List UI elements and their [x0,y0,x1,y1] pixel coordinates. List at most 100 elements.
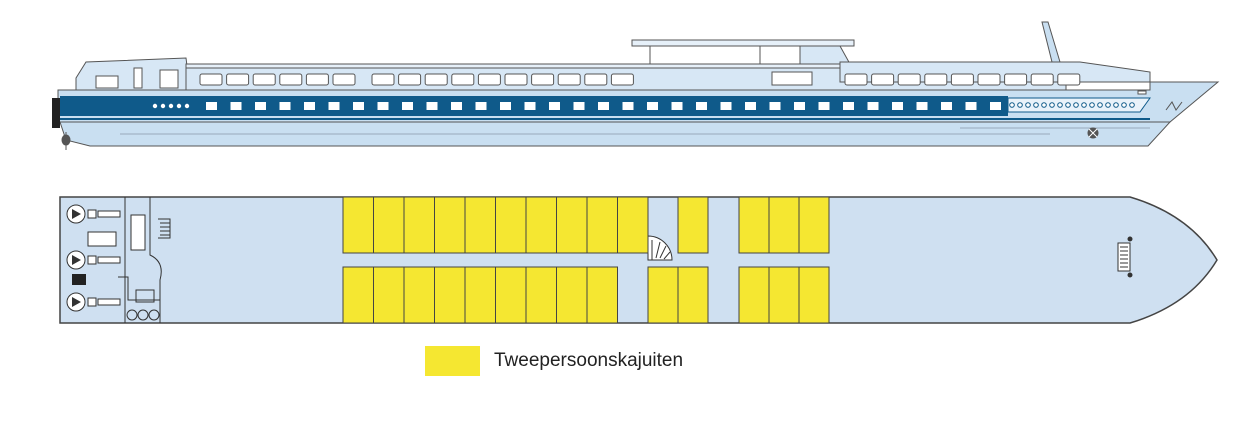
cabin [647,266,679,324]
upper-window [424,73,448,86]
band-window [328,102,340,110]
aft-porthole [160,103,166,109]
ship-deck-plan [59,196,1218,324]
cabin [464,196,496,254]
cabin [768,196,800,254]
cabin [373,196,405,254]
porthole [1073,102,1079,108]
porthole [1041,102,1047,108]
upper-window [871,73,895,86]
cabin [677,196,709,254]
porthole [1097,102,1103,108]
cabin [525,196,557,254]
propeller-icon [66,292,121,312]
legend-label-double-cabin: Tweepersoonskajuiten [494,350,684,371]
cabin [495,196,527,254]
upper-window [305,73,329,86]
band-window [745,102,756,110]
bow-white-band [1007,97,1151,113]
band-window [451,102,462,110]
bow-portholes [1009,102,1135,108]
propeller-symbols [66,204,121,312]
propeller-icon [66,204,121,224]
porthole [1065,102,1071,108]
band-window [916,102,928,110]
band-window [696,102,707,110]
band-window [647,102,658,110]
porthole [1017,102,1023,108]
cabin [525,266,557,324]
legend: Tweepersoonskajuiten [425,346,683,376]
band-window [402,102,413,110]
band-window [353,102,364,110]
cabin [738,266,770,324]
upper-window [226,73,250,86]
stern-dark [52,98,60,128]
upper-window [771,71,813,86]
mast [1041,21,1061,63]
band-window [524,102,536,110]
band-window [426,102,438,110]
porthole [1129,102,1135,108]
ship-side-profile [52,21,1220,150]
cabin [373,266,405,324]
band-window [843,102,854,110]
upper-window [332,73,356,86]
cabin [495,266,527,324]
upper-window [557,73,581,86]
legend-swatch-double-cabin [425,346,480,376]
band-window [794,102,805,110]
bow-staircase-icon [1117,236,1133,278]
band-window [818,102,830,110]
cabin [556,196,588,254]
cabin [342,266,374,324]
band-window [867,102,879,110]
bow-emblem-icon [1165,101,1183,111]
porthole [1033,102,1039,108]
porthole [1081,102,1087,108]
cabin [586,266,618,324]
porthole [1057,102,1063,108]
band-window [279,102,291,110]
porthole [1121,102,1127,108]
upper-window [371,73,395,86]
band-window [941,102,952,110]
upper-window [199,73,223,86]
band-window [990,102,1001,110]
band-window [622,102,634,110]
anchor-icon [1087,127,1099,139]
sun-deck-canopy [631,39,855,47]
double-cabins [342,196,830,324]
band-window [598,102,609,110]
upper-window [610,73,634,86]
cabin [434,196,466,254]
upper-window [252,73,276,86]
band-window [206,102,217,110]
band-window [671,102,683,110]
cabin [738,196,770,254]
cabin [798,266,830,324]
central-corridor [343,253,830,267]
band-window [892,102,903,110]
upper-window [451,73,475,86]
band-window [965,102,977,110]
porthole [1105,102,1111,108]
stern-machinery [72,197,171,323]
upper-window [531,73,555,86]
cabin [434,266,466,324]
band-window [769,102,781,110]
band-window [573,102,585,110]
upper-window [897,73,921,86]
upper-window [1004,73,1028,86]
upper-window [1030,73,1054,86]
hull-band-windows [152,102,1001,110]
upper-window [504,73,528,86]
cabin [586,196,618,254]
cabin [768,266,800,324]
porthole [1025,102,1031,108]
cabin [403,266,435,324]
propeller-icon [66,250,121,270]
band-window [549,102,560,110]
porthole [1009,102,1015,108]
